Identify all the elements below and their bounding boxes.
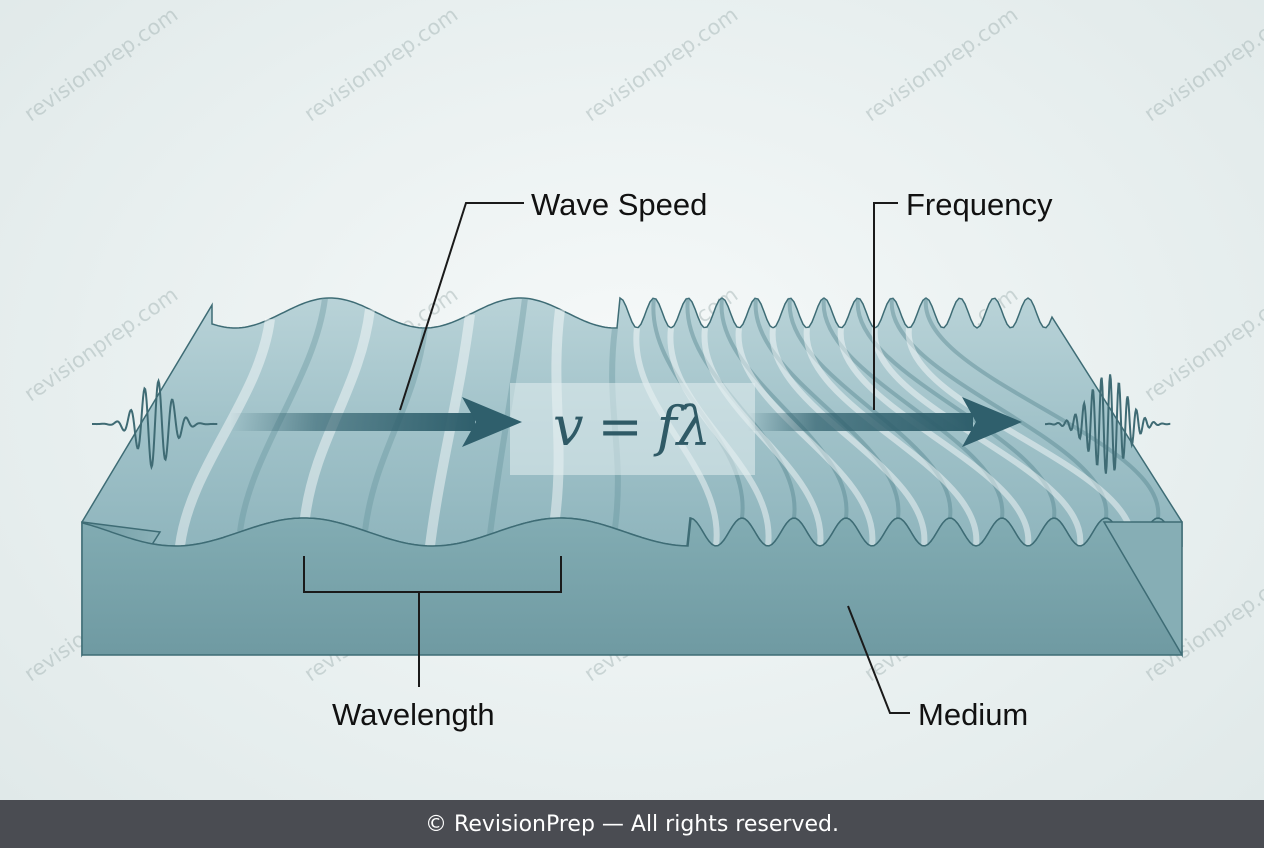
leader-lines <box>303 202 910 714</box>
wave-ridge <box>753 297 901 519</box>
arrow-right-head <box>962 397 1022 447</box>
medium-front-face <box>81 516 1183 656</box>
wavelength-label: Wavelength <box>332 697 495 732</box>
watermark-text: revisionprep.com <box>1140 2 1264 126</box>
copyright-footer: © RevisionPrep — All rights reserved. <box>0 800 1264 848</box>
wave-ridge <box>735 327 876 547</box>
watermark-text: revisionprep.com <box>1140 282 1264 406</box>
wave-ridge <box>821 297 1005 519</box>
wavelength-bracket <box>303 556 562 593</box>
wave-ridge <box>701 327 824 547</box>
formula-equals: = <box>598 395 643 458</box>
medium-label: Medium <box>918 697 1028 732</box>
wave-ridge <box>889 297 1109 519</box>
wave-speed-label: Wave Speed <box>531 187 707 222</box>
medium-block <box>80 296 1183 658</box>
frequency-label: Frequency <box>906 187 1053 222</box>
wave-direction-arrows <box>230 397 1022 447</box>
wave-ridge <box>719 297 849 519</box>
wave-ridge <box>787 297 953 519</box>
wave-equation: v=fλ <box>553 395 711 458</box>
wave-packet-right-icon <box>1045 374 1171 474</box>
formula-background <box>510 383 755 475</box>
wave-ridge <box>175 318 275 547</box>
watermark-text: revisionprep.com <box>860 2 1023 126</box>
watermark-text: revisionprep.com <box>300 2 463 126</box>
wave-packet-left-icon <box>92 377 218 471</box>
wave-ridge <box>769 327 928 547</box>
wave-ridge <box>803 327 980 547</box>
wave-ridge <box>855 297 1057 519</box>
arrow-right-shaft <box>748 413 973 431</box>
wave-ridge <box>905 327 1136 547</box>
copyright-text: © RevisionPrep — All rights reserved. <box>425 811 839 837</box>
medium-right-side <box>1102 521 1183 658</box>
medium-leader <box>847 605 910 714</box>
wave-diagram: revisionprep.com revisionprep.com revision… <box>20 2 1264 732</box>
wave-ridge <box>837 327 1032 547</box>
watermark-text: revisionprep.com <box>20 2 183 126</box>
frequency-leader <box>873 202 898 410</box>
wave-speed-leader <box>399 202 524 411</box>
arrow-left-head <box>462 397 522 447</box>
wave-ridge <box>923 297 1161 519</box>
formula-v: v <box>553 395 584 458</box>
formula-lambda: λ <box>675 395 711 458</box>
arrow-left-shaft <box>230 413 475 431</box>
watermark-text: revisionprep.com <box>580 2 743 126</box>
